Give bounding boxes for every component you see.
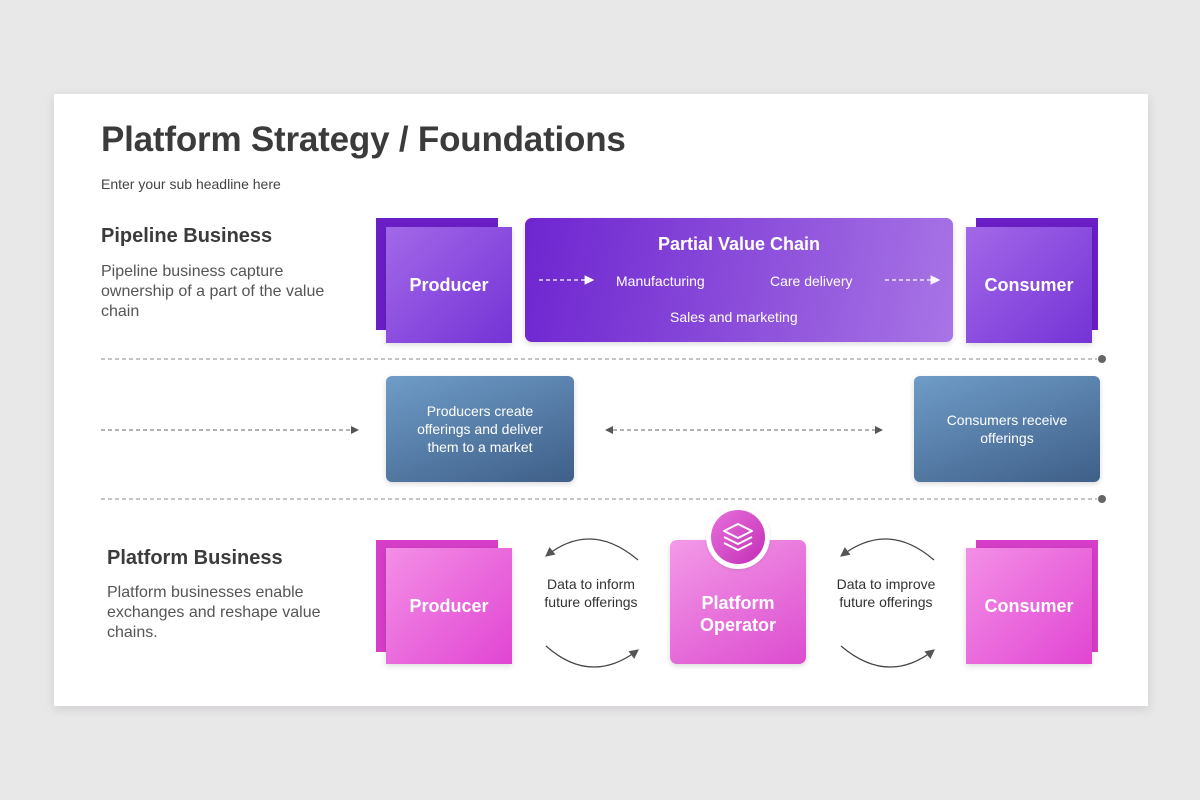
producers-create-text: Producers create offerings and deliver t… [417,403,543,455]
platform-operator-badge [706,505,770,569]
value-chain-item-care-delivery: Care delivery [770,273,853,289]
right-loop-arrow-top [840,538,935,561]
platform-operator-label: Platform Operator [699,593,777,635]
layers-icon [723,523,753,551]
platform-operator-box: Platform Operator [670,540,806,664]
producers-create-box: Producers create offerings and deliver t… [386,376,574,482]
platform-consumer-box: Consumer [966,548,1092,664]
platform-consumer-label: Consumer [984,595,1074,616]
divider-top-dot [1098,355,1106,363]
partial-value-chain-box: Partial Value Chain Manufacturing Care d… [525,218,953,342]
value-chain-title: Partial Value Chain [657,234,821,254]
left-loop-arrow-bottom [545,645,639,668]
platform-description: Platform businesses enable exchanges and… [107,584,321,641]
platform-producer-box: Producer [386,548,512,664]
left-loop-arrow-top [545,538,639,561]
right-loop-text: Data to improve future offerings [836,576,936,610]
value-chain-item-manufacturing: Manufacturing [616,273,705,289]
value-chain-arrows [539,275,941,285]
value-chain-item-sales-marketing: Sales and marketing [670,309,798,325]
consumers-receive-text: Consumers receive offerings [946,412,1068,446]
slide: Platform Strategy / Foundations Enter yo… [54,94,1148,706]
pipeline-consumer-box: Consumer [966,227,1092,343]
consumers-receive-box: Consumers receive offerings [914,376,1100,482]
page-title: Platform Strategy / Foundations [101,120,626,159]
platform-heading: Platform Business [107,547,283,569]
pipeline-producer-box: Producer [386,227,512,343]
right-loop-arrow-bottom [840,645,935,668]
divider-bottom-dot [1098,495,1106,503]
connector-layer [101,355,1106,668]
pipeline-consumer-label: Consumer [984,274,1074,295]
platform-producer-label: Producer [409,595,489,616]
page-subtitle: Enter your sub headline here [101,176,281,192]
pipeline-producer-label: Producer [409,274,489,295]
pipeline-heading: Pipeline Business [101,225,273,247]
left-loop-text: Data to inform future offerings [544,576,638,610]
pipeline-description: Pipeline business capture ownership of a… [101,263,325,320]
